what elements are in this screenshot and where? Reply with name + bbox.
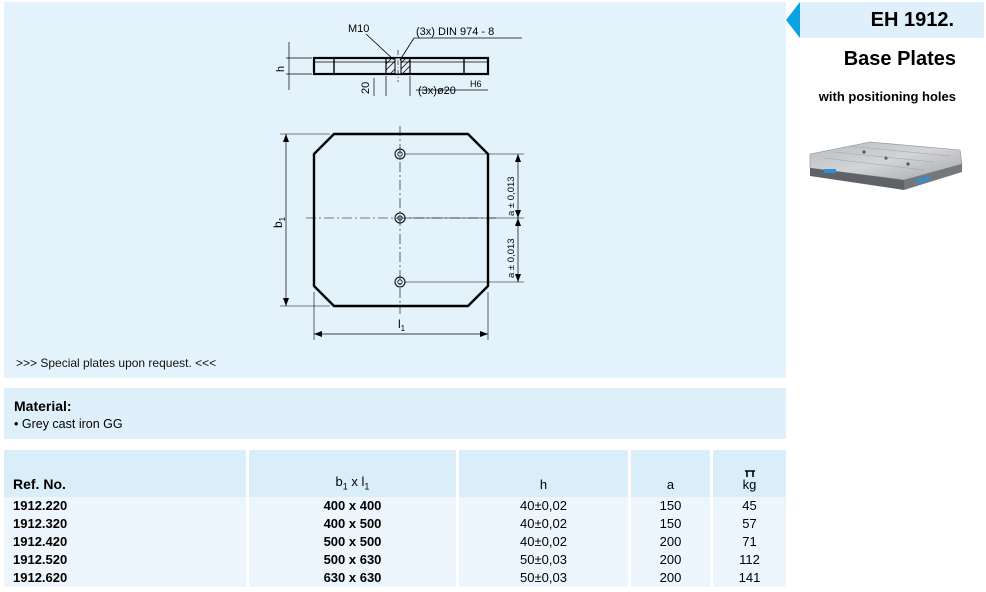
dowel-label: (3x) DIN 974 - 8 — [416, 26, 494, 38]
cell-ref: 1912.220 — [4, 497, 246, 515]
top-view — [280, 126, 524, 340]
cell-size: 400 x 500 — [246, 515, 456, 533]
weight-icon — [744, 470, 755, 477]
cell-kg: 71 — [710, 533, 786, 551]
technical-drawing: M10 (3x) DIN 974 - 8 (3x)ø20 H6 20 h — [271, 23, 524, 340]
cell-size: 630 x 630 — [246, 569, 456, 587]
page-subtitle: with positioning holes — [818, 89, 956, 104]
material-item: • Grey cast iron GG — [14, 417, 123, 431]
cell-size: 500 x 630 — [246, 551, 456, 569]
cell-a: 200 — [628, 551, 710, 569]
height-label: h — [275, 66, 287, 72]
table-row: 1912.420 500 x 500 40±0,02 200 71 — [4, 533, 786, 551]
cell-h: 40±0,02 — [456, 497, 628, 515]
cell-kg: 45 — [710, 497, 786, 515]
cell-h: 50±0,03 — [456, 551, 628, 569]
spec-table: Ref. No. b1 x l1 h a kg 1912.220 400 x 4… — [4, 450, 786, 587]
bore-tolerance: H6 — [470, 79, 482, 89]
cell-h: 50±0,03 — [456, 569, 628, 587]
thread-label: M10 — [348, 23, 369, 35]
cell-a: 150 — [628, 497, 710, 515]
cell-kg: 112 — [710, 551, 786, 569]
special-plates-note: >>> Special plates upon request. <<< — [16, 356, 217, 370]
col-header-ref: Ref. No. — [4, 450, 246, 497]
pitch-label-upper: a ± 0,013 — [506, 176, 517, 216]
table-row: 1912.220 400 x 400 40±0,02 150 45 — [4, 497, 786, 515]
table-header-row: Ref. No. b1 x l1 h a kg — [4, 450, 786, 497]
cell-ref: 1912.320 — [4, 515, 246, 533]
col-header-size: b1 x l1 — [246, 450, 456, 497]
col-header-a: a — [628, 450, 710, 497]
length-label: l1 — [398, 317, 406, 333]
cell-ref: 1912.520 — [4, 551, 246, 569]
product-code-tab: EH 1912. — [800, 2, 984, 38]
side-view — [286, 33, 522, 96]
cell-size: 400 x 400 — [246, 497, 456, 515]
depth-label: 20 — [360, 82, 372, 94]
arrow-icon — [786, 2, 800, 38]
plate-outline — [312, 132, 490, 308]
cell-kg: 57 — [710, 515, 786, 533]
cell-h: 40±0,02 — [456, 515, 628, 533]
cell-a: 150 — [628, 515, 710, 533]
col-header-kg: kg — [710, 450, 786, 497]
pitch-label-lower: a ± 0,013 — [506, 238, 517, 278]
cell-ref: 1912.620 — [4, 569, 246, 587]
cell-h: 40±0,02 — [456, 533, 628, 551]
table-row: 1912.620 630 x 630 50±0,03 200 141 — [4, 569, 786, 587]
col-header-h: h — [456, 450, 628, 497]
table-row: 1912.320 400 x 500 40±0,02 150 57 — [4, 515, 786, 533]
page-title: Base Plates — [843, 48, 956, 70]
cell-ref: 1912.420 — [4, 533, 246, 551]
material-heading: Material: — [14, 398, 72, 414]
table-row: 1912.520 500 x 630 50±0,03 200 112 — [4, 551, 786, 569]
material-item-text: Grey cast iron GG — [21, 417, 123, 431]
product-code: EH 1912. — [870, 9, 954, 31]
bore-label: (3x)ø20 — [418, 85, 456, 97]
cell-a: 200 — [628, 533, 710, 551]
cell-a: 200 — [628, 569, 710, 587]
cell-kg: 141 — [710, 569, 786, 587]
product-image — [809, 141, 963, 190]
drawing-panel: M10 (3x) DIN 974 - 8 (3x)ø20 H6 20 h — [4, 2, 786, 378]
cell-size: 500 x 500 — [246, 533, 456, 551]
width-label: b1 — [271, 216, 287, 228]
material-section: Material: • Grey cast iron GG — [4, 388, 786, 439]
